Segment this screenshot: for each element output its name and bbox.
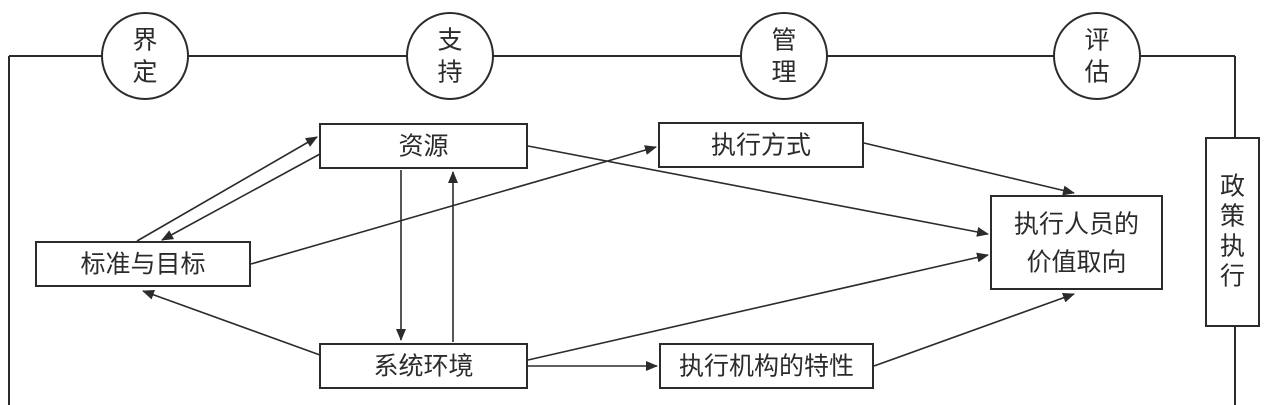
stage-circle-support: 支 持 (406, 12, 494, 100)
node-values-box (990, 195, 1163, 290)
policy-execution-side-box: 政 策 执 行 (1205, 137, 1260, 327)
stage-circle-evaluate: 评 估 (1053, 12, 1141, 100)
node-standards-label: 标准与目标 (80, 250, 205, 279)
stage-support-char1: 支 (437, 26, 462, 55)
side-char-4: 行 (1220, 262, 1245, 291)
node-resources: 资源 (319, 123, 528, 169)
arrow-resources-to-values (527, 145, 989, 237)
side-char-1: 政 (1220, 172, 1245, 201)
node-values: 执行人员的 价值取向 (990, 195, 1163, 290)
stage-define-char1: 界 (132, 26, 157, 55)
node-system-env-box (319, 343, 528, 389)
arrow-execution-method-to-values (863, 142, 1075, 196)
arrow-system-env-to-standards (142, 290, 321, 356)
stage-define-char2: 定 (132, 58, 157, 87)
node-org-traits-label: 执行机构的特性 (679, 352, 854, 381)
node-values-label-line2: 价值取向 (1026, 248, 1126, 277)
node-execution-method: 执行方式 (658, 122, 864, 168)
stage-evaluate-char1: 评 (1084, 26, 1109, 55)
stage-circle-manage: 管 理 (740, 12, 828, 100)
stage-circle-shape (740, 12, 828, 100)
node-standards: 标准与目标 (35, 241, 251, 287)
stage-circle-define: 界 定 (101, 12, 189, 100)
side-char-3: 执 (1220, 232, 1245, 261)
node-execution-method-box (658, 122, 864, 168)
stage-manage-char1: 管 (771, 26, 796, 55)
node-system-env: 系统环境 (319, 343, 528, 389)
node-execution-method-label: 执行方式 (711, 131, 811, 160)
arrows (136, 136, 1075, 371)
stage-circle-shape (406, 12, 494, 100)
outer-frame (8, 55, 1236, 405)
node-standards-box (35, 241, 251, 287)
node-system-env-label: 系统环境 (373, 352, 473, 381)
arrow-resources-to-standards (161, 153, 321, 241)
stage-manage-char2: 理 (771, 58, 796, 87)
node-resources-label: 资源 (398, 132, 448, 161)
arrow-org-traits-to-values (873, 293, 1075, 367)
node-org-traits: 执行机构的特性 (659, 343, 874, 389)
node-resources-box (319, 123, 528, 169)
node-values-label-line1: 执行人员的 (1014, 210, 1139, 239)
arrow-standards-to-resources (136, 136, 318, 242)
arrow-system-env-to-values (527, 252, 989, 361)
stage-circle-shape (1053, 12, 1141, 100)
side-char-2: 策 (1220, 202, 1245, 231)
stage-circle-shape (101, 12, 189, 100)
side-box-rect (1205, 137, 1260, 327)
stage-evaluate-char2: 估 (1084, 58, 1109, 87)
stage-support-char2: 持 (437, 58, 462, 87)
node-org-traits-box (659, 343, 874, 389)
